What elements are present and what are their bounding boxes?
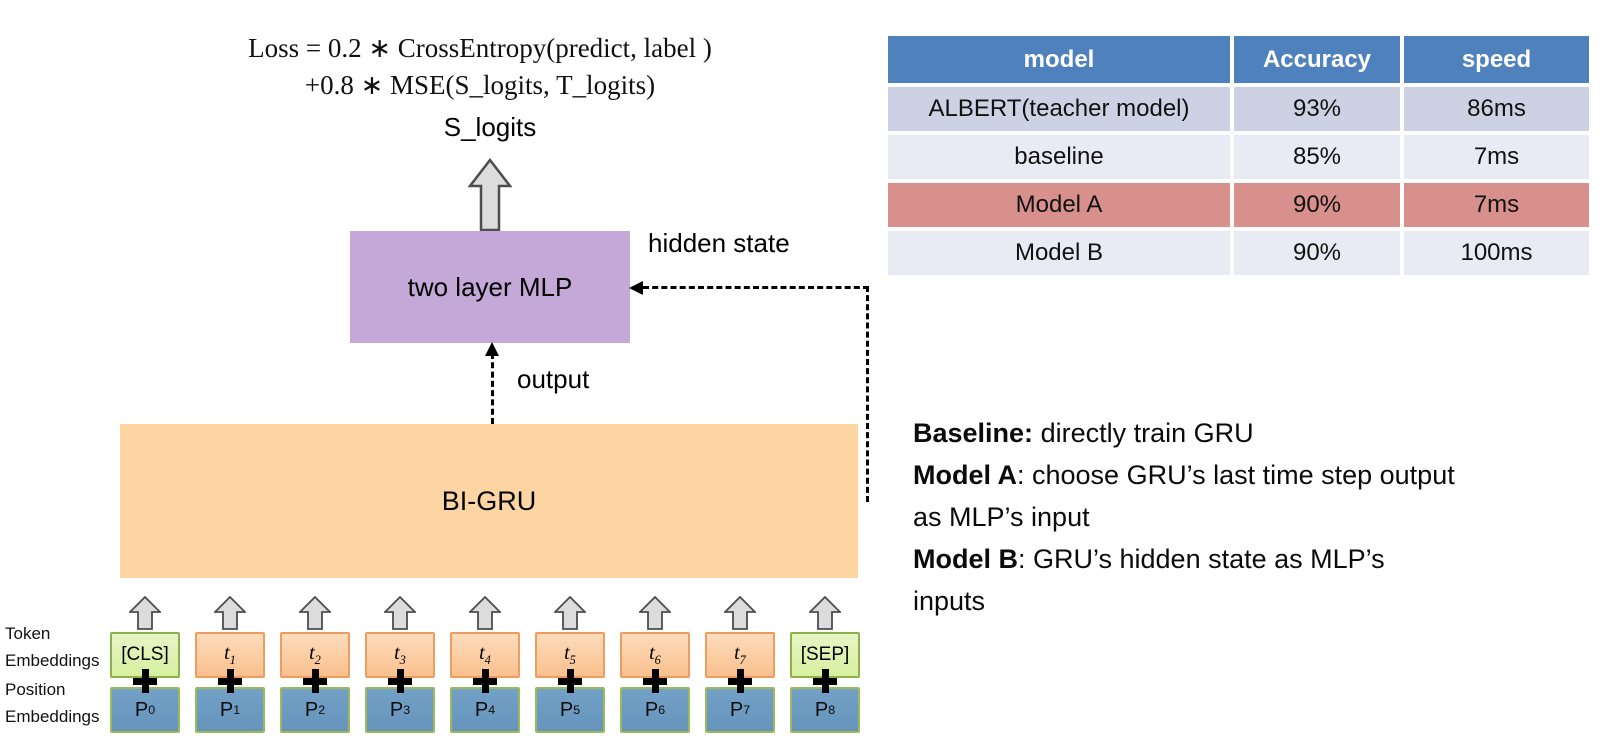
note-line: Baseline: directly train GRU [913, 418, 1254, 448]
up-arrow-icon [639, 596, 671, 630]
plus-icon [813, 669, 837, 693]
table-cell: Model B [888, 231, 1230, 275]
mlp-box: two layer MLP [350, 231, 630, 343]
table-cell: 100ms [1404, 231, 1589, 275]
plus-icon [388, 669, 412, 693]
table-cell: 85% [1234, 135, 1400, 179]
plus-icon [473, 669, 497, 693]
table-header-cell: speed [1404, 36, 1589, 83]
up-arrow-icon [554, 596, 586, 630]
up-arrow-icon [724, 596, 756, 630]
plus-icon [728, 669, 752, 693]
position-embeddings-label: Position Embeddings [5, 680, 100, 726]
hidden-state-label: hidden state [648, 228, 790, 258]
bigru-box: BI-GRU [120, 424, 858, 578]
table-cell: 7ms [1404, 183, 1589, 227]
loss-formula-line1: Loss = 0.2 ∗ CrossEntropy(predict, label… [248, 33, 712, 63]
bigru-box-label: BI-GRU [441, 485, 537, 516]
up-arrow-icon [129, 596, 161, 630]
plus-icon [303, 669, 327, 693]
plus-icon [643, 669, 667, 693]
output-arrowhead-icon [485, 342, 499, 356]
output-dashed-line [491, 353, 494, 424]
s-logits-up-arrow-icon [468, 158, 512, 232]
table-cell: 90% [1234, 183, 1400, 227]
note-line: Model A: choose GRU’s last time step out… [913, 460, 1455, 532]
table-cell: 90% [1234, 231, 1400, 275]
up-arrow-icon [809, 596, 841, 630]
plus-icon [133, 669, 157, 693]
up-arrow-icon [299, 596, 331, 630]
hidden-state-dashed-connector [643, 286, 869, 502]
output-label: output [517, 364, 590, 394]
token-box: [CLS] [110, 632, 180, 678]
loss-formula: Loss = 0.2 ∗ CrossEntropy(predict, label… [150, 30, 810, 104]
table-cell: Model A [888, 183, 1230, 227]
s-logits-label: S_logits [443, 112, 537, 142]
table-cell: 93% [1234, 87, 1400, 131]
mlp-box-label: two layer MLP [407, 271, 573, 302]
loss-formula-line2: +0.8 ∗ MSE(S_logits, T_logits) [304, 70, 656, 100]
up-arrow-icon [469, 596, 501, 630]
up-arrow-icon [214, 596, 246, 630]
table-cell: baseline [888, 135, 1230, 179]
token-embeddings-label: Token Embeddings [5, 624, 100, 670]
table-cell: 7ms [1404, 135, 1589, 179]
plus-icon [558, 669, 582, 693]
model-notes: Baseline: directly train GRU Model A: cho… [913, 412, 1458, 622]
plus-icon [218, 669, 242, 693]
table-header-cell: model [888, 36, 1230, 83]
note-line: Model B: GRU’s hidden state as MLP’s inp… [913, 544, 1385, 616]
table-header-cell: Accuracy [1234, 36, 1400, 83]
table-cell: 86ms [1404, 87, 1589, 131]
hidden-state-arrowhead-icon [629, 281, 643, 295]
table-cell: ALBERT(teacher model) [888, 87, 1230, 131]
up-arrow-icon [384, 596, 416, 630]
